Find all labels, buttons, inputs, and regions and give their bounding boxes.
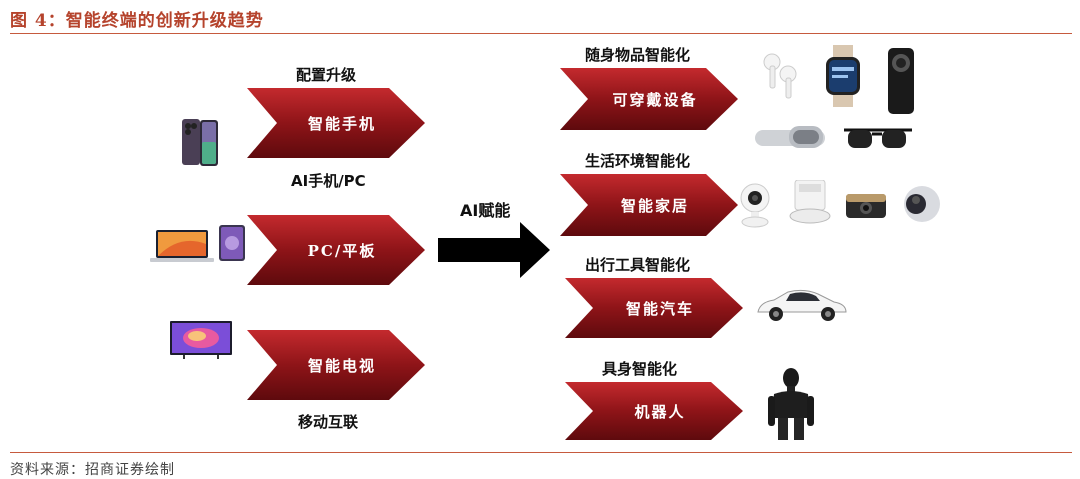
right-arrow-icon xyxy=(438,222,550,282)
chevron-smartphone-label: 智能手机 xyxy=(307,114,376,133)
footer-rule xyxy=(10,452,1072,453)
vr-headset-icon xyxy=(755,124,825,154)
smart-glasses-icon xyxy=(840,124,916,158)
chevron-smartphone: 智能手机 xyxy=(247,88,425,158)
smartphone-icon xyxy=(180,118,220,172)
chevron-robot-label: 机器人 xyxy=(634,402,686,421)
earbuds-icon xyxy=(760,50,800,104)
caption-home-group: 生活环境智能化 xyxy=(585,152,691,170)
chevron-wearables-label: 可穿戴设备 xyxy=(612,90,698,109)
tablet-icon xyxy=(218,224,246,266)
chevron-smart-home-label: 智能家居 xyxy=(620,196,689,215)
ai-empower-label: AI赋能 xyxy=(460,201,511,220)
projector-icon xyxy=(845,190,887,224)
action-camera-icon xyxy=(886,48,916,118)
title-rule xyxy=(10,33,1072,34)
humanoid-robot-icon xyxy=(766,368,816,444)
caption-ai-phone-pc: AI手机/PC xyxy=(291,172,366,190)
security-camera-icon xyxy=(738,182,772,232)
laptop-icon xyxy=(150,228,214,268)
caption-config-upgrade: 配置升级 xyxy=(296,66,357,84)
chevron-pc-tablet-label: PC/平板 xyxy=(307,241,377,260)
chevron-pc-tablet: PC/平板 xyxy=(247,215,425,285)
chevron-smart-tv: 智能电视 xyxy=(247,330,425,400)
caption-mobile-internet: 移动互联 xyxy=(298,413,359,431)
electric-car-icon xyxy=(754,284,848,328)
smartwatch-icon xyxy=(823,45,863,111)
chevron-smart-car: 智能汽车 xyxy=(565,278,743,338)
figure-title: 图 4：智能终端的创新升级趋势 xyxy=(10,11,264,31)
chevron-robot: 机器人 xyxy=(565,382,743,440)
caption-embodied-group: 具身智能化 xyxy=(602,360,678,378)
television-icon xyxy=(169,320,233,364)
chevron-wearables: 可穿戴设备 xyxy=(560,68,738,130)
smart-speaker-icon xyxy=(902,184,942,228)
chevron-smart-tv-label: 智能电视 xyxy=(307,356,376,375)
robot-vacuum-icon xyxy=(789,179,831,228)
chevron-smart-car-label: 智能汽车 xyxy=(625,299,694,318)
source-note: 资料来源：招商证券绘制 xyxy=(10,462,175,478)
caption-vehicle-group: 出行工具智能化 xyxy=(585,256,691,274)
chevron-smart-home: 智能家居 xyxy=(560,174,738,236)
caption-wearable-group: 随身物品智能化 xyxy=(585,46,691,64)
